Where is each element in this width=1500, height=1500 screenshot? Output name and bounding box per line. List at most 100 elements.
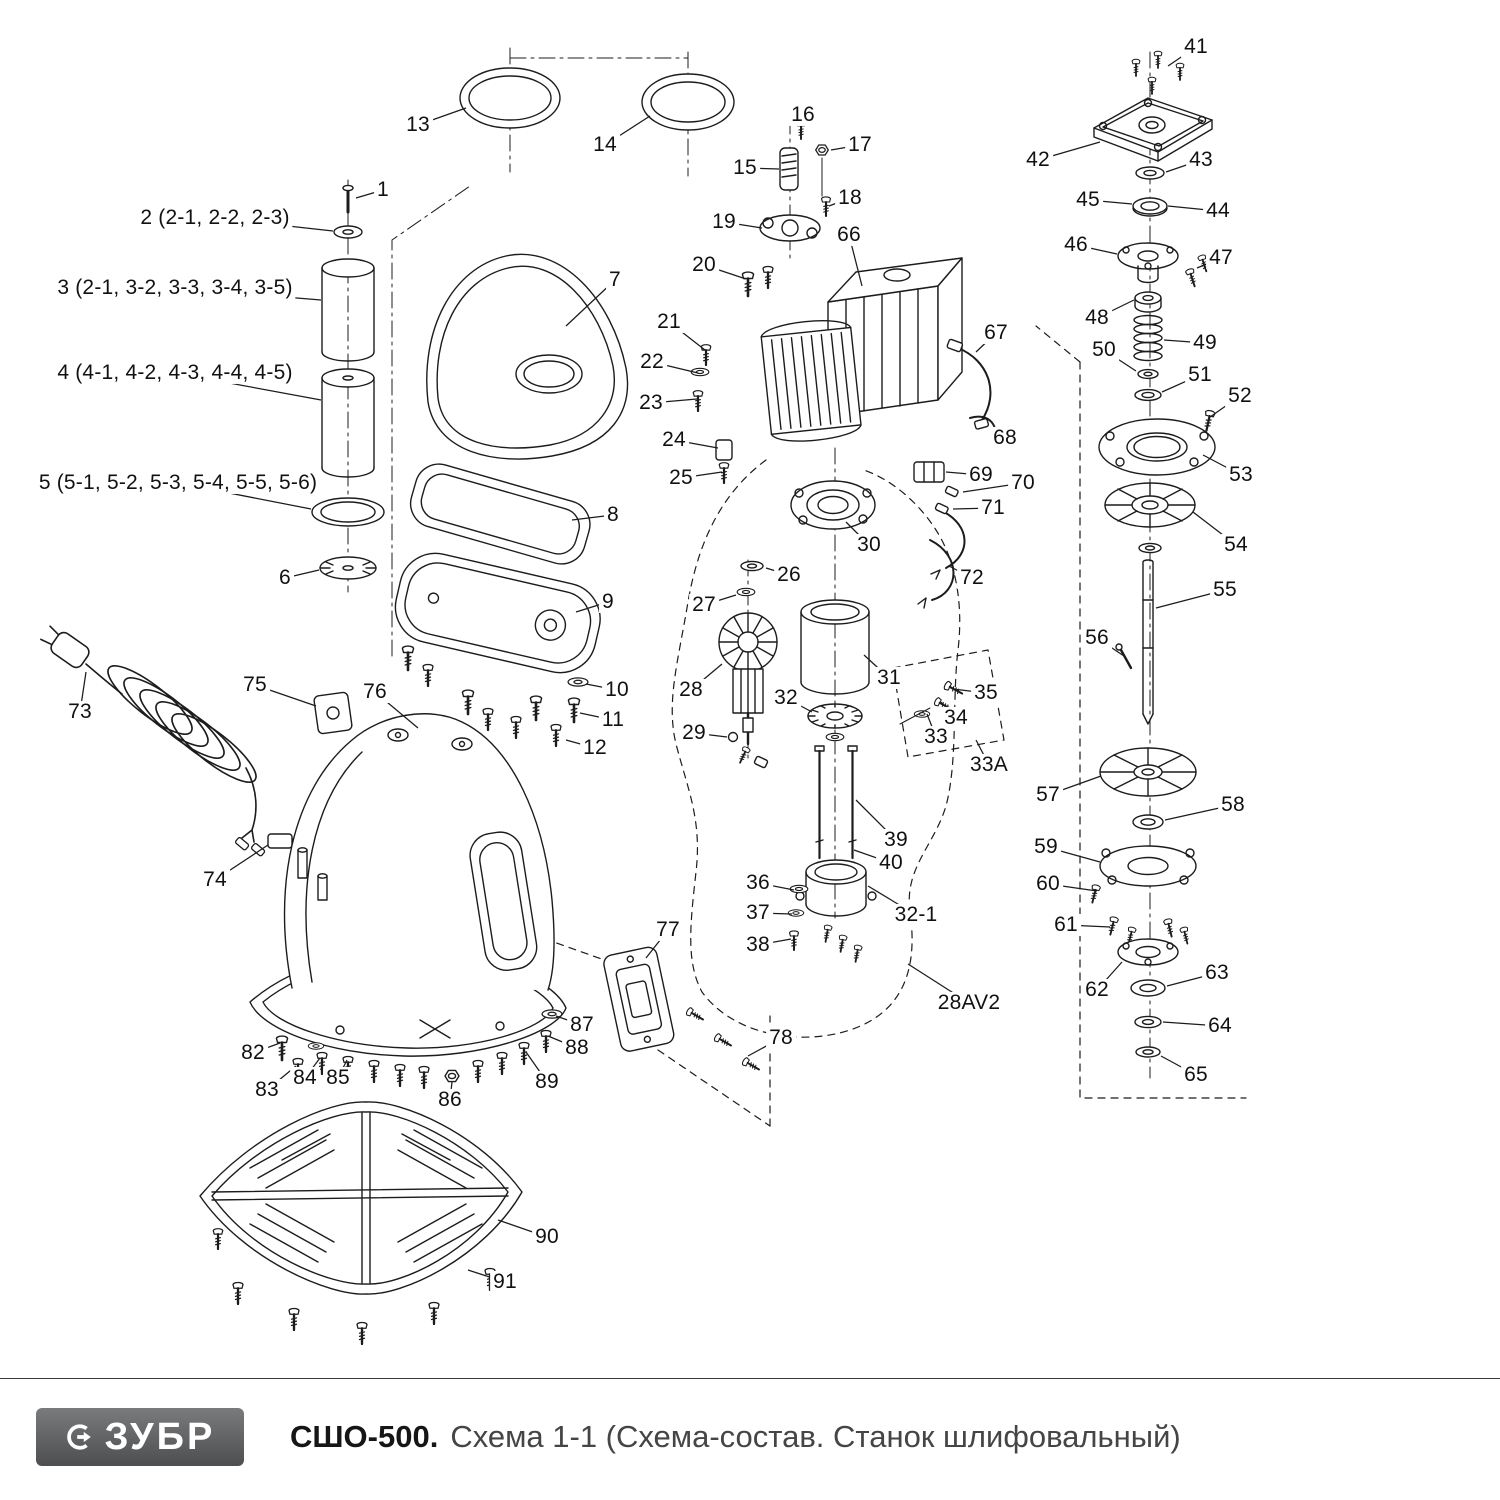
footer-divider xyxy=(0,1378,1500,1379)
leader-line-32 xyxy=(785,697,813,713)
leader-line-2 (2-1, 2-2, 2-3) xyxy=(214,217,334,232)
leader-line-1 xyxy=(355,189,384,199)
part-90-base-plate xyxy=(199,1101,523,1295)
leader-line-48 xyxy=(1096,299,1135,319)
leader-line-59 xyxy=(1045,846,1101,863)
parts-41-42-top-plate xyxy=(1093,50,1213,162)
leader-line-38 xyxy=(757,938,792,946)
brand-name: ЗУБР xyxy=(104,1416,216,1458)
leader-line-54 xyxy=(1192,511,1237,546)
leader-line-83 xyxy=(266,1065,297,1091)
leader-line-19 xyxy=(723,221,763,229)
diagram-title: СШО-500. Схема 1-1 (Схема-состав. Станок… xyxy=(290,1419,1181,1455)
parts-67-72-wires xyxy=(913,338,997,609)
leader-line-31 xyxy=(863,654,890,679)
leader-line-86 xyxy=(449,1081,453,1101)
part-74-cord-clamp xyxy=(267,833,301,849)
leader-line-12 xyxy=(565,739,596,749)
leader-line-18 xyxy=(828,197,851,207)
leader-line-47 xyxy=(1196,257,1222,269)
leader-line-33 xyxy=(926,713,937,738)
part-28-armature xyxy=(718,612,778,746)
leader-line-87 xyxy=(555,1015,583,1026)
leader-line-17 xyxy=(830,144,861,151)
part-9-plate xyxy=(394,552,601,674)
leader-line-70 xyxy=(962,482,1024,493)
leader-line-3 (2-1, 3-2, 3-3, 3-4, 3-5) xyxy=(174,287,322,301)
part-29-small-parts xyxy=(727,731,769,769)
parts-57-65-column xyxy=(1087,747,1197,1058)
leader-line-40 xyxy=(853,849,892,864)
leader-line-28AV2 xyxy=(907,963,970,1004)
leader-line-16 xyxy=(800,114,804,132)
leader-line-23 xyxy=(650,398,698,404)
parts-43-51-column xyxy=(1117,166,1211,402)
leader-line-27 xyxy=(703,594,737,606)
leader-line-89 xyxy=(525,1051,548,1083)
leader-line-60 xyxy=(1047,883,1098,892)
zubr-logo: ЗУБР xyxy=(36,1408,244,1466)
leader-line-62 xyxy=(1096,961,1123,991)
parts-52-54-ring-gear xyxy=(1098,408,1217,554)
leader-line-33A xyxy=(975,739,990,766)
leader-line-25 xyxy=(680,471,723,479)
leader-line-29 xyxy=(693,732,728,738)
leader-line-26 xyxy=(765,567,790,576)
parts-1-6-stack xyxy=(311,184,385,580)
leader-line-37 xyxy=(757,912,793,915)
leader-line-30 xyxy=(845,521,870,546)
leader-line-4 (4-1, 4-2, 4-3, 4-4, 4-5) xyxy=(174,372,322,401)
leader-line-39 xyxy=(855,799,897,841)
leader-line-5 (5-1, 5-2, 5-3, 5-4, 5-5, 5-6) xyxy=(177,482,312,510)
leader-line-55 xyxy=(1155,589,1226,609)
leader-line-71 xyxy=(952,507,994,510)
leader-line-69 xyxy=(945,471,982,476)
parts-33-35-screws xyxy=(899,679,966,725)
leader-line-51 xyxy=(1161,374,1201,393)
model-name: СШО-500. xyxy=(290,1419,439,1454)
leader-line-10 xyxy=(585,683,618,691)
leader-line-42 xyxy=(1037,141,1101,161)
leader-line-41 xyxy=(1167,46,1197,67)
leader-line-13 xyxy=(417,107,467,126)
zubr-ring-arrow-icon xyxy=(65,1422,95,1452)
leader-line-45 xyxy=(1087,199,1133,205)
leader-line-91 xyxy=(467,1269,506,1283)
part-8-gasket xyxy=(409,463,591,565)
leader-line-72 xyxy=(948,565,973,579)
part-32-1-bearing-cup xyxy=(795,859,877,917)
leader-line-15 xyxy=(744,167,780,170)
part-73-power-cord xyxy=(40,625,266,857)
leader-line-35 xyxy=(952,688,987,694)
leader-line-7 xyxy=(565,279,616,327)
leader-line-77 xyxy=(645,929,669,959)
leader-line-52 xyxy=(1209,395,1241,418)
leader-line-22 xyxy=(651,361,699,374)
leader-line-76 xyxy=(374,691,419,729)
leader-line-67 xyxy=(975,332,997,353)
leader-line-66 xyxy=(848,234,863,287)
leader-line-49 xyxy=(1163,339,1206,344)
leader-line-82 xyxy=(252,1042,281,1054)
part-56-pin xyxy=(1115,643,1133,670)
leader-line-28 xyxy=(690,663,723,691)
leader-line-46 xyxy=(1075,244,1118,255)
leader-line-85 xyxy=(337,1059,348,1079)
leader-line-74 xyxy=(214,844,269,881)
leader-line-9 xyxy=(575,601,609,613)
parts-15-19-brush-assembly xyxy=(759,120,832,242)
footer: ЗУБР СШО-500. Схема 1-1 (Схема-состав. С… xyxy=(36,1402,1464,1472)
stator-pack xyxy=(760,320,862,442)
leader-line-84 xyxy=(304,1057,321,1079)
leader-line-68 xyxy=(993,429,1006,439)
leader-line-64 xyxy=(1162,1021,1221,1027)
leader-line-58 xyxy=(1164,804,1234,821)
leader-line-88 xyxy=(547,1035,578,1049)
leader-line-78 xyxy=(747,1037,782,1057)
leader-line-11 xyxy=(579,712,614,721)
leader-line-44 xyxy=(1167,205,1219,212)
diagram-subtitle: Схема 1-1 (Схема-состав. Станок шлифовал… xyxy=(450,1419,1181,1454)
